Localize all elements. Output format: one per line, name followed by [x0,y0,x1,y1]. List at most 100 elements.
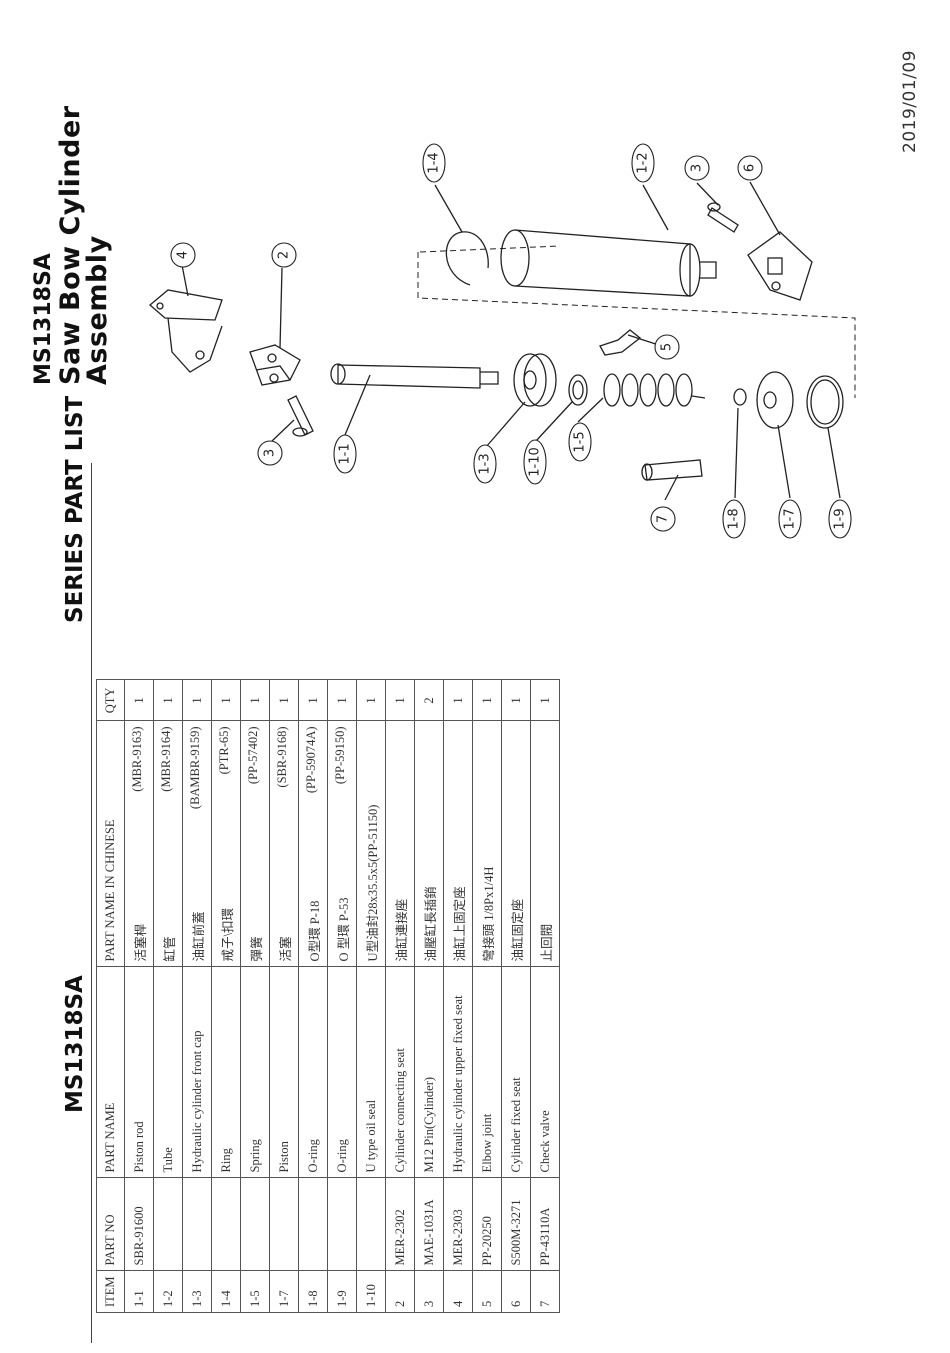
cell-part-no: S500M-3271 [501,1177,531,1271]
cell-qty: 1 [211,679,241,721]
cell-cn-code: (MBR-9164) [158,726,173,792]
cell-part-no: PP-20250 [472,1177,502,1271]
cell-cn-name: O型環 P-18 [307,900,322,962]
cell-cn-name: 油缸連接座 [394,898,409,962]
callout-label: 1-9 [833,508,848,529]
callout-label: 5 [660,343,675,351]
cell-cn-code: (PP-57402) [245,726,260,785]
cell-cn-name: 缸管 [162,936,177,962]
part-4-upper-fixed-seat [148,289,223,373]
cell-item: 3 [414,1270,444,1313]
callout-label: 1-10 [528,447,543,477]
cell-part-name-cn: 油缸前蓋(BAMBR-9159) [182,720,212,967]
cell-part-name-cn: U型油封28x35.5x5(PP-51150) [356,720,386,967]
part-1-1-piston-rod [330,363,499,389]
cell-part-name: Piston rod [124,966,154,1178]
part-1-5-spring [603,373,706,407]
cell-qty: 1 [240,679,270,721]
cell-item: 1-5 [240,1270,270,1313]
cell-part-name-cn: 戒子\扣環 (PTR-65) [211,720,241,967]
part-6-fixed-seat [747,231,813,301]
part-5-elbow [599,329,642,356]
callout-label: 1-3 [478,453,493,474]
drawing-date: 2019/01/09 [900,50,920,153]
part-1-8-oring [733,388,747,406]
part-1-2-tube [500,229,717,297]
cell-part-name: Elbow joint [472,966,502,1178]
cell-item: 1-2 [153,1270,183,1313]
cell-qty: 1 [356,679,386,721]
cell-part-no [153,1177,183,1271]
cell-cn-name: O 型環 P-53 [336,897,351,962]
part-list-model: MS1318SA [62,975,88,1113]
cell-qty: 1 [124,679,154,721]
cell-part-no: MAE-1031A [414,1177,444,1271]
cell-part-name: Spring [240,966,270,1178]
cell-qty: 1 [269,679,299,721]
cell-part-name: Check valve [530,966,560,1178]
cell-part-name-cn: 彈簧 (PP-57402) [240,720,270,967]
header-part-name: PART NAME [96,966,125,1178]
cell-part-no [298,1177,328,1271]
cell-part-no [240,1177,270,1271]
title-divider [91,463,92,1343]
cell-part-name: O-ring [298,966,328,1178]
cell-part-no: MER-2303 [443,1177,473,1271]
callout-label: 3 [263,449,278,457]
cell-part-name-cn: 油缸固定座 [501,720,531,967]
assembly-title: MS1318SA Saw Bow Cylinder Assembly [30,0,113,385]
cell-item: 1-3 [182,1270,212,1313]
part-1-9-oring [806,375,844,429]
cell-cn-code: (SBR-9168) [274,726,289,788]
callout-label: 7 [656,515,671,523]
callout-label: 1-2 [636,152,651,173]
cell-item: 6 [501,1270,531,1313]
callout-label: 1-4 [427,152,442,173]
cell-cn-name: 戒子\扣環 [220,907,235,962]
cell-part-name: Cylinder fixed seat [501,966,531,1178]
cell-part-name: Cylinder connecting seat [385,966,415,1178]
cell-cn-name: 活塞桿 [133,923,148,962]
cell-part-name-cn: 油缸上固定座 [443,720,473,967]
callout-label: 3 [690,164,705,172]
cell-item: 1-7 [269,1270,299,1313]
cell-part-name: Hydraulic cylinder upper fixed seat [443,966,473,1178]
cell-part-name-cn: 活塞桿(MBR-9163) [124,720,154,967]
cell-part-name-cn: 彎接頭 1/8Px1/4H [472,720,502,967]
parts-table: ITEM PART NO PART NAME PART NAME IN CHIN… [96,679,560,1313]
cell-cn-code: (BAMBR-9159) [187,726,202,810]
callout-label: 1-7 [783,508,798,529]
cell-cn-name: 彎接頭 1/8Px1/4H [481,866,496,962]
part-2-connecting-seat [249,344,301,386]
cell-qty: 1 [385,679,415,721]
cell-item: 1-10 [356,1270,386,1313]
cell-part-name-cn: 止回閥 [530,720,560,967]
part-3-pin-left [287,395,314,437]
header-item: ITEM [96,1270,125,1313]
cell-cn-name: 彈簧 [249,936,264,962]
cell-cn-code: (PTR-65) [216,726,231,775]
cell-qty: 1 [327,679,357,721]
cell-qty: 1 [443,679,473,721]
cell-qty: 1 [298,679,328,721]
cell-part-name: O-ring [327,966,357,1178]
cell-item: 7 [530,1270,560,1313]
cell-cn-name: 活塞 [278,936,293,962]
cell-item: 4 [443,1270,473,1313]
cell-part-no [269,1177,299,1271]
cell-part-name-cn: 活塞 (SBR-9168) [269,720,299,967]
header-part-name-cn: PART NAME IN CHINESE [96,720,125,967]
cell-part-no: MER-2302 [385,1177,415,1271]
